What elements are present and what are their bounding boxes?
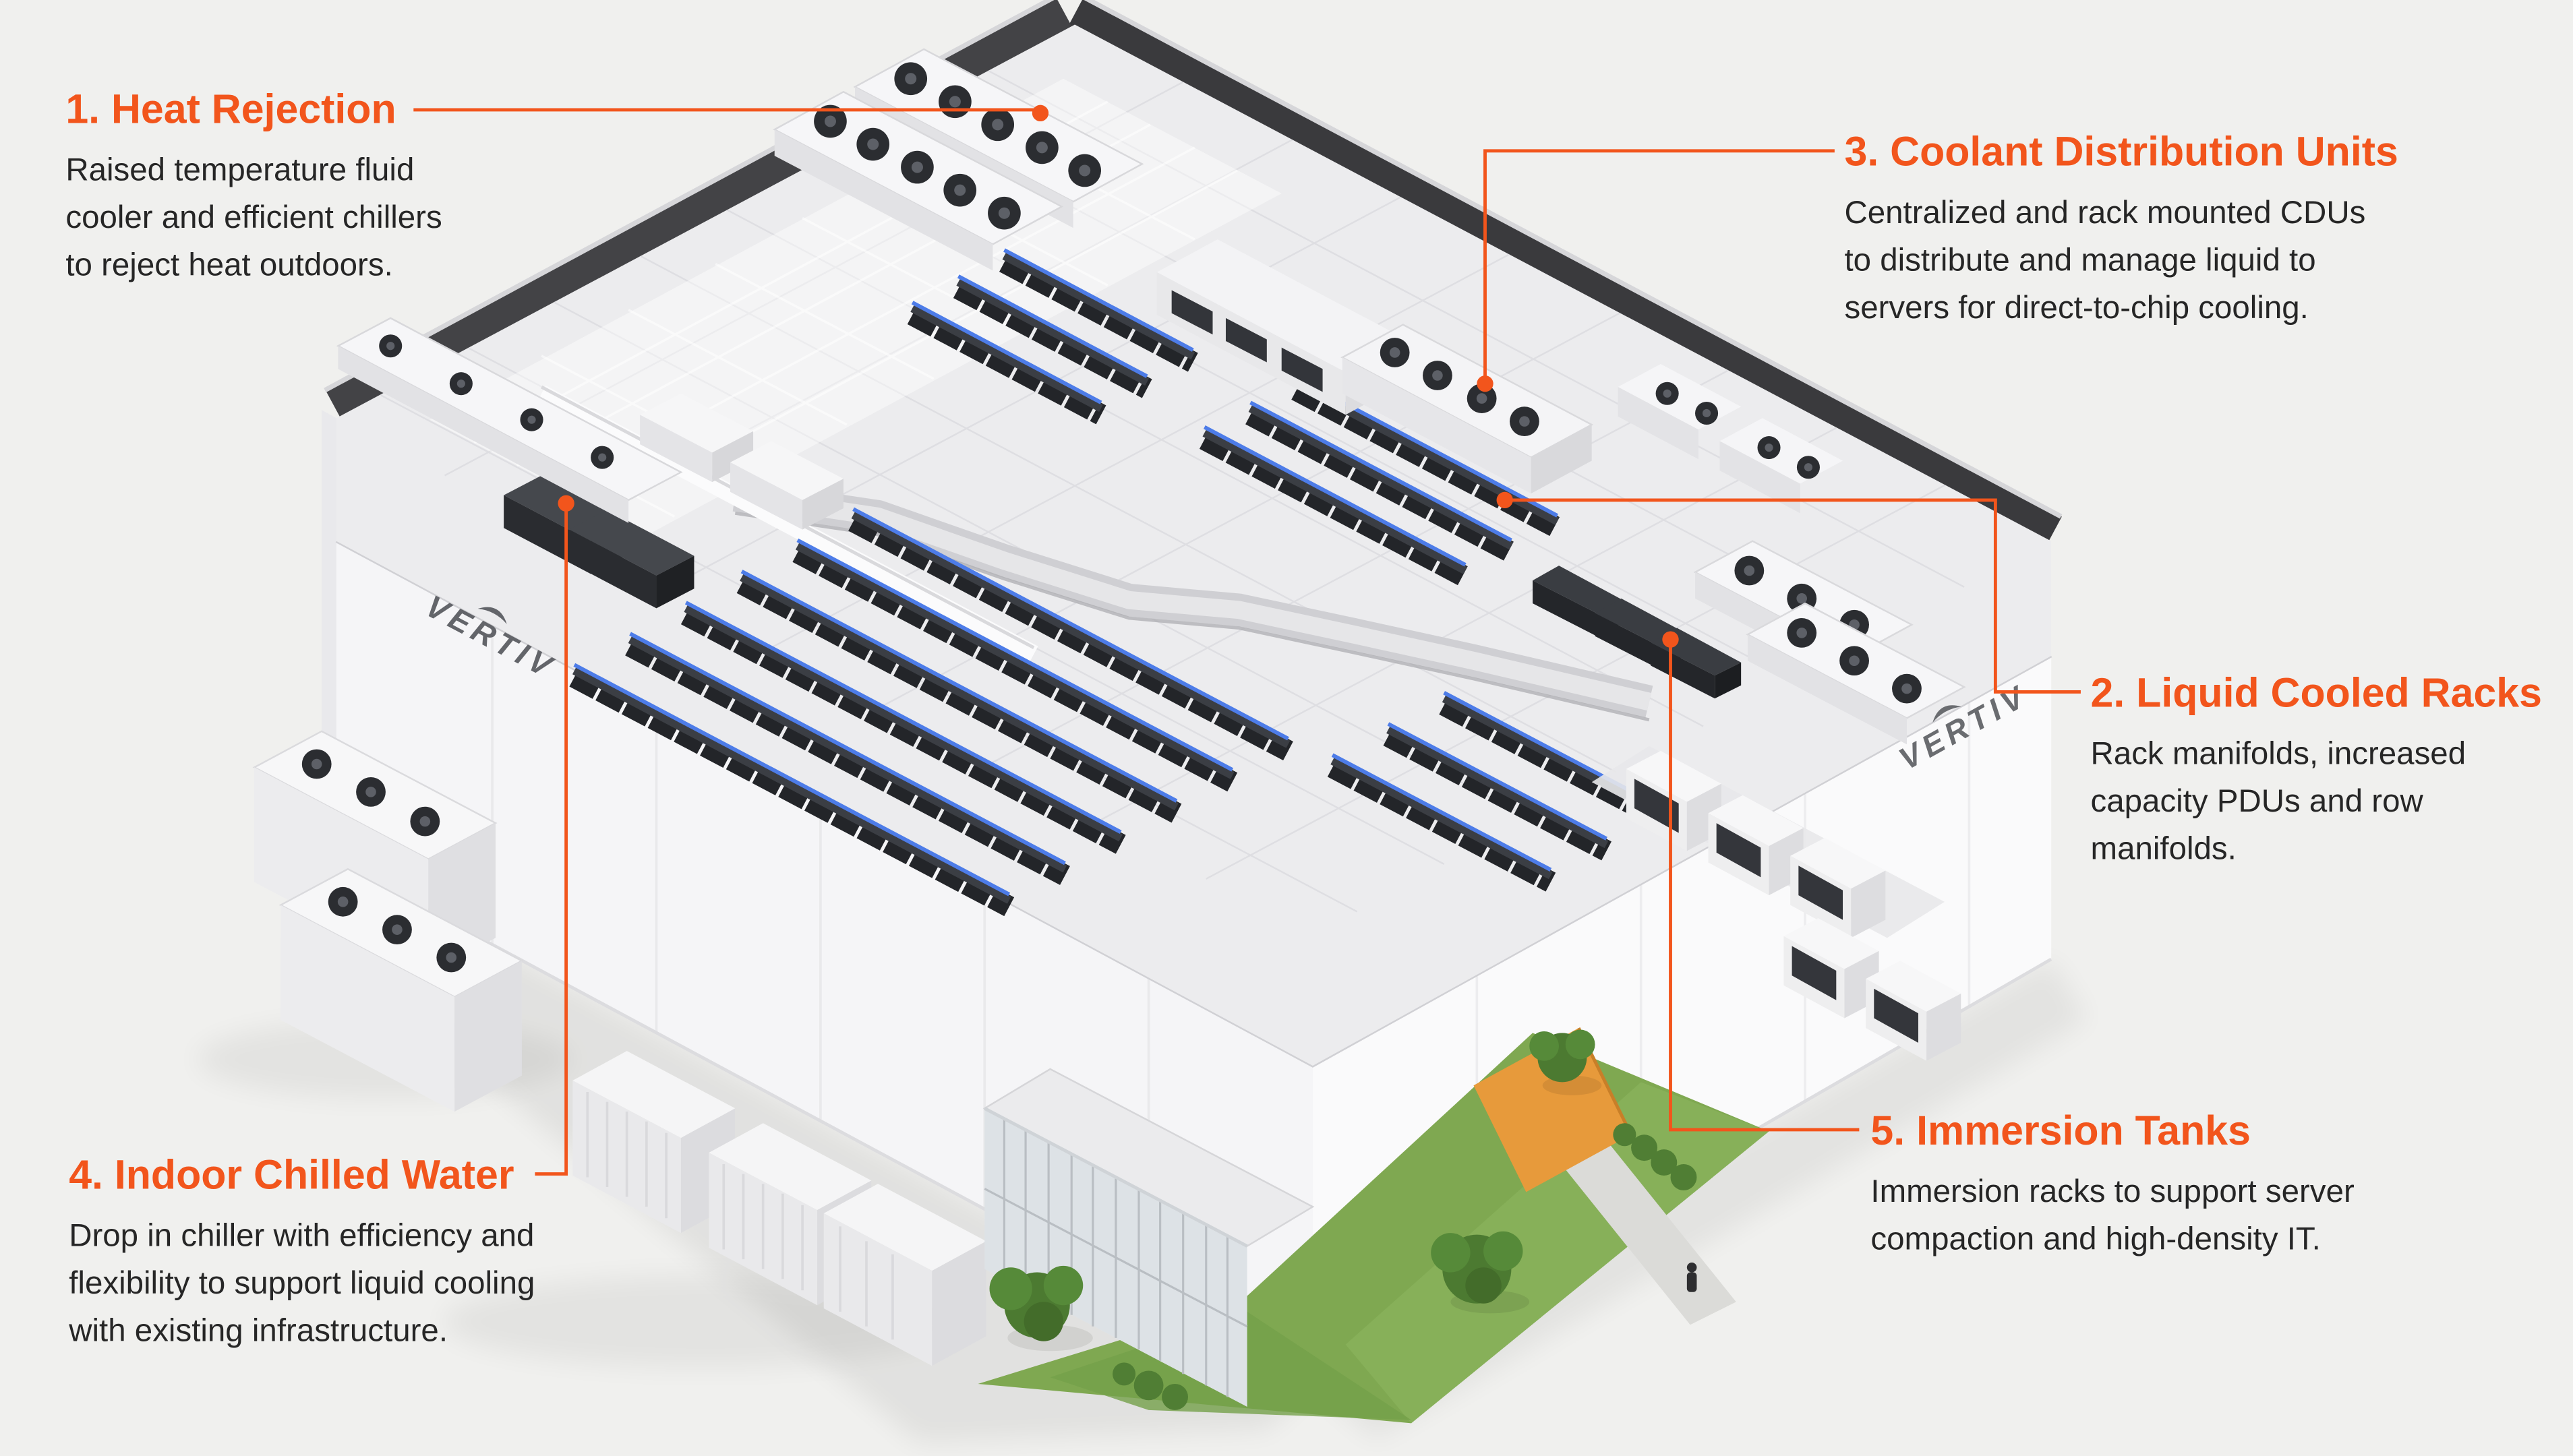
target-dot-coolant-distribution-units [1477, 375, 1493, 392]
server-rack-rows-right-hall [1327, 691, 1667, 892]
callout-coolant-distribution-units: 3. Coolant Distribution Units Centralize… [1844, 128, 2468, 332]
callout-coolant-distribution-units-body: Centralized and rack mounted CDUs to dis… [1844, 195, 2366, 326]
leader-line-indoor-chilled-water [535, 508, 568, 1176]
callout-liquid-cooled-racks-title: 2. Liquid Cooled Racks [2090, 670, 2542, 717]
container-modules [572, 1051, 986, 1366]
callout-coolant-distribution-units-title: 3. Coolant Distribution Units [1844, 129, 2398, 176]
leader-dots [558, 104, 1679, 648]
target-dot-immersion-tanks [1662, 631, 1679, 648]
target-dot-indoor-chilled-water [558, 495, 574, 512]
leader-line-liquid-cooled-racks [1511, 498, 2081, 694]
outdoor-chiller-units [252, 730, 524, 1112]
glass-lobby [982, 1068, 1315, 1407]
indoor-chiller-units [504, 393, 844, 609]
callout-heat-rejection-title: 1. Heat Rejection [65, 86, 396, 133]
leader-lines [413, 108, 2081, 1176]
rooftop-fluid-coolers-left [336, 317, 683, 523]
callout-heat-rejection: 1. Heat Rejection Raised temperature flu… [65, 85, 525, 289]
callout-indoor-chilled-water-body: Drop in chiller with efficiency and flex… [69, 1218, 535, 1349]
server-rack-rows-main-hall [569, 507, 1293, 917]
trees [989, 1029, 1697, 1410]
callout-indoor-chilled-water: 4. Indoor Chilled Water Drop in chiller … [69, 1151, 643, 1356]
server-rack-rows-back-hall [907, 248, 1198, 425]
leader-line-immersion-tanks [1669, 646, 1860, 1132]
server-rack-rows-liquid-cooled [1199, 376, 1562, 587]
callout-indoor-chilled-water-title: 4. Indoor Chilled Water [69, 1152, 514, 1199]
rooftop-fluid-coolers-main [773, 48, 1144, 271]
leader-line-coolant-distribution-units [1483, 149, 1835, 379]
person [1686, 1262, 1697, 1292]
rooftop-units-east [1693, 540, 1966, 745]
target-dot-liquid-cooled-racks [1496, 491, 1513, 509]
target-dot-heat-rejection [1032, 104, 1049, 121]
utility-cabinets-east [1618, 363, 1843, 514]
callout-immersion-tanks: 5. Immersion Tanks Immersion racks to su… [1870, 1107, 2477, 1264]
callout-liquid-cooled-racks-body: Rack manifolds, increased capacity PDUs … [2090, 736, 2466, 868]
callout-liquid-cooled-racks: 2. Liquid Cooled Racks Rack manifolds, i… [2091, 669, 2567, 873]
coolant-distribution-units [1340, 324, 1594, 494]
callout-heat-rejection-body: Raised temperature fluid cooler and effi… [65, 152, 442, 284]
callout-immersion-tanks-body: Immersion racks to support server compac… [1870, 1174, 2355, 1258]
callout-immersion-tanks-title: 5. Immersion Tanks [1870, 1108, 2251, 1155]
perimeter-cooling-cabinets [1591, 746, 1961, 1061]
